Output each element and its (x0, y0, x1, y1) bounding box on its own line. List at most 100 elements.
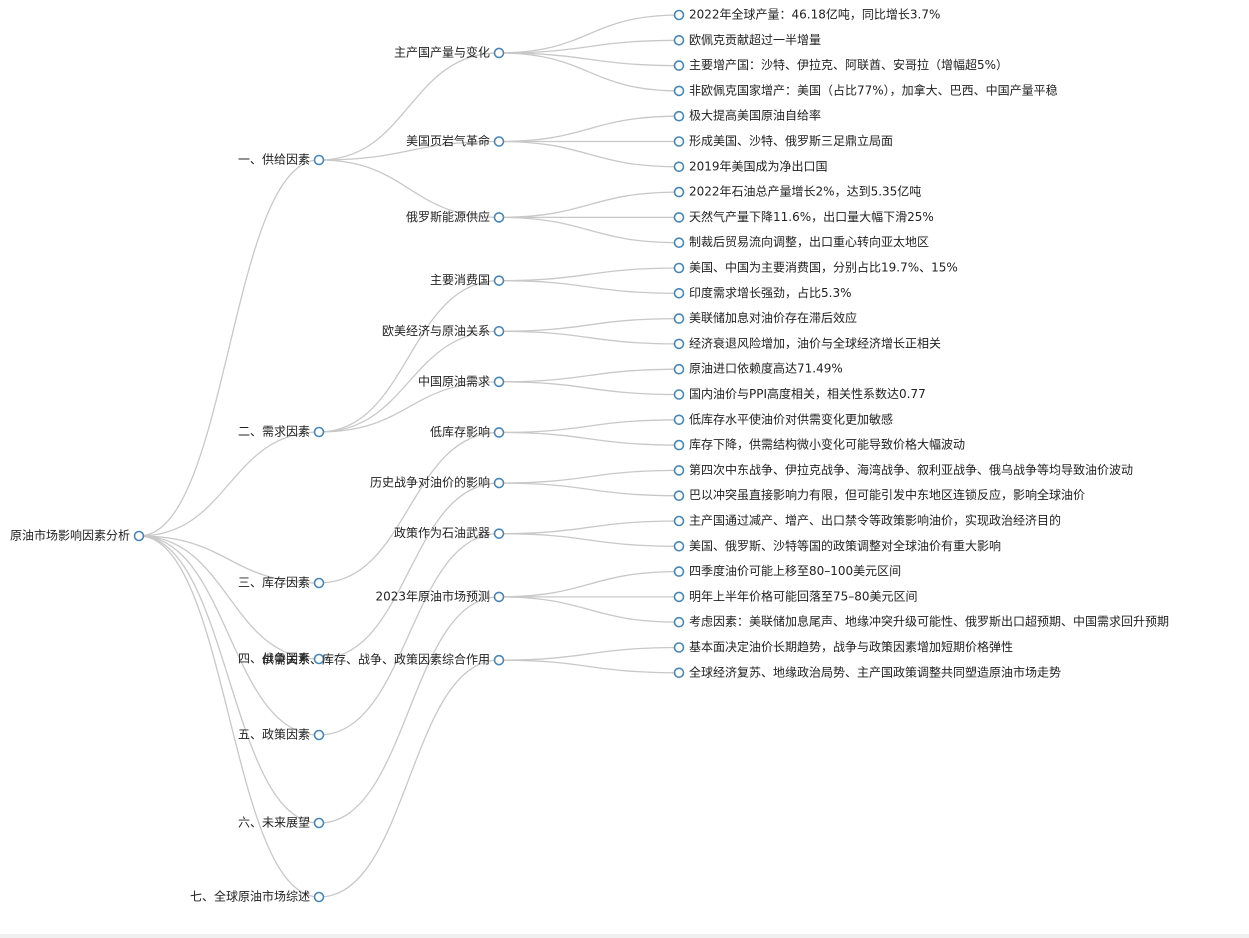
node-toggle-circle[interactable] (493, 591, 505, 603)
node-toggle-circle[interactable] (673, 465, 685, 476)
node-toggle-circle[interactable] (673, 389, 685, 400)
branch-node-2[interactable]: 二、需求因素 (238, 425, 325, 439)
leaf-node-6-1-2[interactable]: 明年上半年价格可能回落至75–80美元区间 (673, 588, 918, 603)
node-toggle-circle[interactable] (673, 616, 685, 628)
leaf-node-1-2-2[interactable]: 形成美国、沙特、俄罗斯三足鼎立局面 (673, 133, 894, 148)
leaf-node-4-1-2[interactable]: 巴以冲突虽直接影响力有限，但可能引发中东地区连锁反应，影响全球油价 (673, 487, 1086, 502)
sub-node-6-1[interactable]: 2023年原油市场预测 (375, 588, 505, 603)
node-toggle-circle[interactable] (313, 426, 325, 438)
node-toggle-circle[interactable] (673, 363, 685, 375)
node-toggle-circle[interactable] (313, 577, 325, 589)
sub-node-2-1[interactable]: 主要消费国 (430, 273, 505, 287)
node-toggle-circle[interactable] (493, 654, 505, 666)
node-toggle-circle[interactable] (493, 427, 505, 438)
leaf-node-2-3-2[interactable]: 国内油价与PPI高度相关，相关性系数达0.77 (673, 386, 926, 401)
node-toggle-circle[interactable] (313, 817, 325, 829)
node-toggle-circle[interactable] (673, 540, 685, 552)
leaf-node-1-3-3[interactable]: 制裁后贸易流向调整，出口重心转向亚太地区 (673, 234, 930, 249)
leaf-node-1-1-1[interactable]: 2022年全球产量：46.18亿吨，同比增长3.7% (673, 7, 941, 22)
node-toggle-circle[interactable] (493, 212, 505, 223)
node-toggle-circle[interactable] (673, 313, 685, 324)
link-sub-3-1-leaf-1 (498, 419, 680, 434)
node-toggle-circle[interactable] (493, 47, 505, 59)
node-label: 主要消费国 (430, 273, 490, 287)
node-toggle-circle[interactable] (313, 653, 325, 665)
sub-node-2-2[interactable]: 欧美经济与原油关系 (382, 323, 505, 338)
leaf-node-2-2-1[interactable]: 美联储加息对油价存在滞后效应 (673, 310, 858, 325)
node-label: 四季度油价可能上移至80–100美元区间 (689, 563, 901, 578)
leaf-node-1-1-2[interactable]: 欧佩克贡献超过一半增量 (673, 32, 822, 47)
node-toggle-circle[interactable] (673, 161, 685, 173)
node-toggle-circle[interactable] (673, 186, 685, 198)
node-toggle-circle[interactable] (673, 34, 685, 46)
node-toggle-circle[interactable] (493, 275, 505, 286)
leaf-node-7-1-2[interactable]: 全球经济复苏、地缘政治局势、主产国政策调整共同塑造原油市场走势 (673, 664, 1062, 679)
leaf-node-6-1-1[interactable]: 四季度油价可能上移至80–100美元区间 (673, 563, 902, 578)
node-toggle-circle[interactable] (673, 338, 685, 350)
node-toggle-circle[interactable] (313, 729, 325, 741)
node-toggle-circle[interactable] (493, 528, 505, 539)
node-label: 主产国通过减产、增产、出口禁令等政策影响油价，实现政治经济目的 (689, 513, 1061, 528)
leaf-node-3-1-2[interactable]: 库存下降，供需结构微小变化可能导致价格大幅波动 (673, 437, 966, 452)
node-toggle-circle[interactable] (493, 376, 505, 388)
node-label: 政策作为石油武器 (394, 526, 490, 540)
leaf-node-1-2-1[interactable]: 极大提高美国原油自给率 (673, 108, 822, 123)
node-toggle-circle[interactable] (673, 9, 685, 21)
branch-node-4[interactable]: 四、战争因素 (238, 652, 325, 666)
node-toggle-circle[interactable] (673, 287, 685, 299)
node-toggle-circle[interactable] (493, 325, 505, 337)
node-toggle-circle[interactable] (673, 667, 685, 679)
node-toggle-circle[interactable] (313, 154, 325, 166)
node-toggle-circle[interactable] (313, 891, 325, 903)
node-toggle-circle[interactable] (673, 212, 685, 223)
leaf-node-1-2-3[interactable]: 2019年美国成为净出口国 (673, 159, 828, 173)
branch-node-3[interactable]: 三、库存因素 (238, 575, 325, 590)
node-toggle-circle[interactable] (673, 642, 685, 653)
leaf-node-7-1-1[interactable]: 基本面决定油价长期趋势，战争与政策因素增加短期价格弹性 (673, 639, 1014, 654)
sub-node-1-3[interactable]: 俄罗斯能源供应 (406, 209, 505, 224)
leaf-node-3-1-1[interactable]: 低库存水平使油价对供需变化更加敏感 (673, 411, 894, 426)
node-toggle-circle[interactable] (673, 237, 685, 248)
root-node[interactable]: 原油市场影响因素分析 (10, 528, 145, 543)
node-toggle-circle[interactable] (673, 414, 685, 426)
leaf-node-1-1-4[interactable]: 非欧佩克国家增产：美国（占比77%），加拿大、巴西、中国产量平稳 (673, 82, 1058, 97)
sub-node-2-3[interactable]: 中国原油需求 (418, 373, 505, 388)
leaf-node-2-2-2[interactable]: 经济衰退风险增加，油价与全球经济增长正相关 (673, 335, 942, 350)
leaf-node-2-1-2[interactable]: 印度需求增长强劲，占比5.3% (673, 285, 852, 300)
node-toggle-circle[interactable] (493, 477, 505, 489)
node-toggle-circle[interactable] (673, 490, 685, 502)
sub-node-5-1[interactable]: 政策作为石油武器 (394, 526, 505, 540)
leaf-node-4-1-1[interactable]: 第四次中东战争、伊拉克战争、海湾战争、叙利亚战争、俄乌战争等均导致油价波动 (673, 462, 1134, 477)
node-toggle-circle[interactable] (133, 530, 145, 542)
node-toggle-circle[interactable] (673, 262, 685, 274)
leaf-node-2-1-1[interactable]: 美国、中国为主要消费国，分别占比19.7%、15% (673, 260, 958, 275)
sub-node-4-1[interactable]: 历史战争对油价的影响 (370, 475, 505, 490)
branch-node-5[interactable]: 五、政策因素 (238, 728, 325, 742)
node-toggle-circle[interactable] (673, 136, 685, 147)
sub-node-3-1[interactable]: 低库存影响 (430, 424, 505, 439)
node-toggle-circle[interactable] (493, 136, 505, 147)
leaf-node-5-1-1[interactable]: 主产国通过减产、增产、出口禁令等政策影响油价，实现政治经济目的 (673, 513, 1062, 528)
sub-node-1-2[interactable]: 美国页岩气革命 (406, 133, 505, 148)
sub-node-7-1[interactable]: 供需关系、库存、战争、政策因素综合作用 (262, 652, 505, 667)
node-label: 巴以冲突虽直接影响力有限，但可能引发中东地区连锁反应，影响全球油价 (689, 487, 1085, 502)
leaf-node-5-1-2[interactable]: 美国、俄罗斯、沙特等国的政策调整对全球油价有重大影响 (673, 538, 1002, 553)
leaf-node-2-3-1[interactable]: 原油进口依赖度高达71.49% (673, 361, 843, 376)
node-toggle-circle[interactable] (673, 110, 685, 122)
branch-node-7[interactable]: 七、全球原油市场综述 (190, 889, 325, 904)
node-toggle-circle[interactable] (673, 85, 685, 97)
node-toggle-circle[interactable] (673, 439, 685, 451)
leaf-node-1-3-2[interactable]: 天然气产量下降11.6%，出口量大幅下滑25% (673, 209, 934, 224)
branch-node-6[interactable]: 六、未来展望 (238, 816, 325, 830)
branch-node-1[interactable]: 一、供给因素 (238, 153, 325, 167)
node-label: 印度需求增长强劲，占比5.3% (689, 285, 852, 300)
link-root-branch-4 (138, 535, 320, 660)
node-toggle-circle[interactable] (673, 515, 685, 527)
node-toggle-circle[interactable] (673, 566, 685, 577)
leaf-node-6-1-3[interactable]: 考虑因素：美联储加息尾声、地缘冲突升级可能性、俄罗斯出口超预期、中国需求回升预期 (673, 614, 1170, 629)
leaf-node-1-1-3[interactable]: 主要增产国：沙特、伊拉克、阿联酋、安哥拉（增幅超5%） (673, 57, 1009, 72)
leaf-node-1-3-1[interactable]: 2022年石油总产量增长2%，达到5.35亿吨 (673, 184, 922, 199)
sub-node-1-1[interactable]: 主产国产量与变化 (394, 44, 505, 59)
node-toggle-circle[interactable] (673, 60, 685, 71)
node-toggle-circle[interactable] (673, 591, 685, 603)
